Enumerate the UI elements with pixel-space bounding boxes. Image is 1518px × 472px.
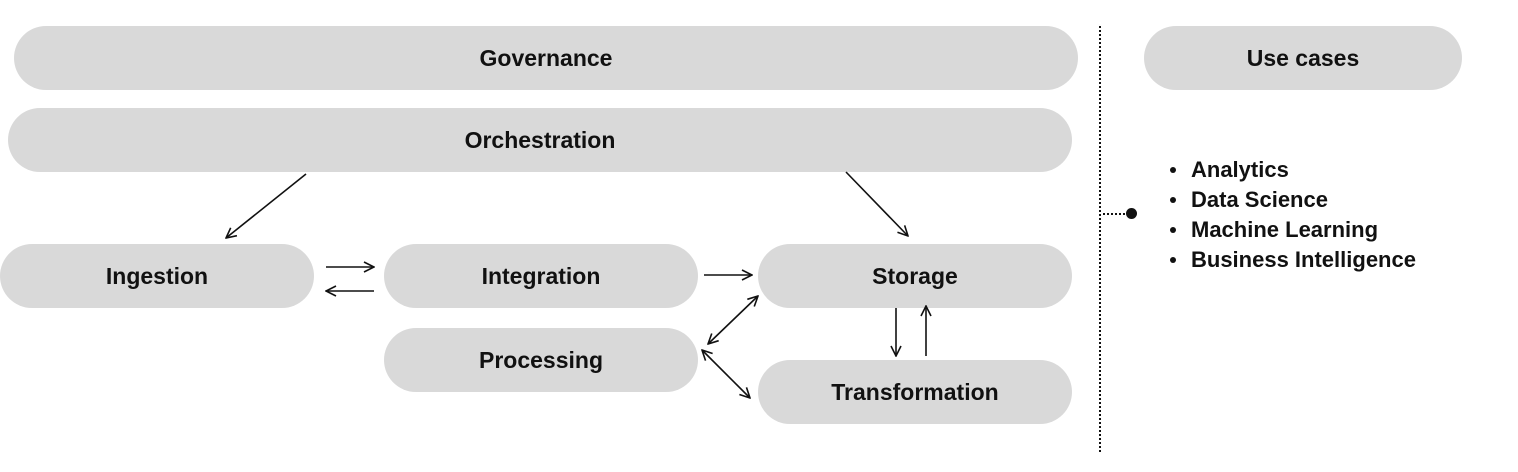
processing-box: Processing [384, 328, 698, 392]
orchestration-box: Orchestration [8, 108, 1072, 172]
list-item: Analytics [1166, 155, 1416, 185]
use-case-label: Business Intelligence [1191, 247, 1416, 272]
bullet-icon [1170, 227, 1176, 233]
use-cases-connector [1103, 213, 1125, 215]
arrow-processing-transformation [702, 350, 750, 398]
use-case-label: Data Science [1191, 187, 1328, 212]
integration-box: Integration [384, 244, 698, 308]
list-item: Business Intelligence [1166, 245, 1416, 275]
ingestion-box: Ingestion [0, 244, 314, 308]
storage-label: Storage [872, 262, 958, 289]
storage-box: Storage [758, 244, 1072, 308]
transformation-label: Transformation [831, 378, 999, 405]
ingestion-label: Ingestion [105, 262, 209, 289]
arrow-processing-storage [708, 296, 758, 344]
governance-box: Governance [14, 26, 1078, 90]
use-cases-title: Use cases [1246, 44, 1360, 71]
list-item: Machine Learning [1166, 215, 1416, 245]
list-item: Data Science [1166, 185, 1416, 215]
governance-label: Governance [479, 44, 613, 71]
arrow-orchestration-to-storage [845, 171, 908, 236]
bullet-icon [1170, 167, 1176, 173]
section-divider [1099, 26, 1101, 452]
integration-label: Integration [481, 262, 601, 289]
use-cases-box: Use cases [1144, 26, 1462, 90]
processing-label: Processing [479, 346, 603, 373]
bullet-icon [1170, 257, 1176, 263]
arrow-orchestration-to-ingestion [226, 173, 307, 238]
orchestration-label: Orchestration [464, 126, 616, 153]
use-cases-list: Analytics Data Science Machine Learning … [1166, 155, 1416, 275]
use-case-label: Machine Learning [1191, 217, 1379, 242]
transformation-box: Transformation [758, 360, 1072, 424]
use-case-label: Analytics [1191, 157, 1289, 182]
bullet-icon [1170, 197, 1176, 203]
connector-dot [1126, 208, 1137, 219]
